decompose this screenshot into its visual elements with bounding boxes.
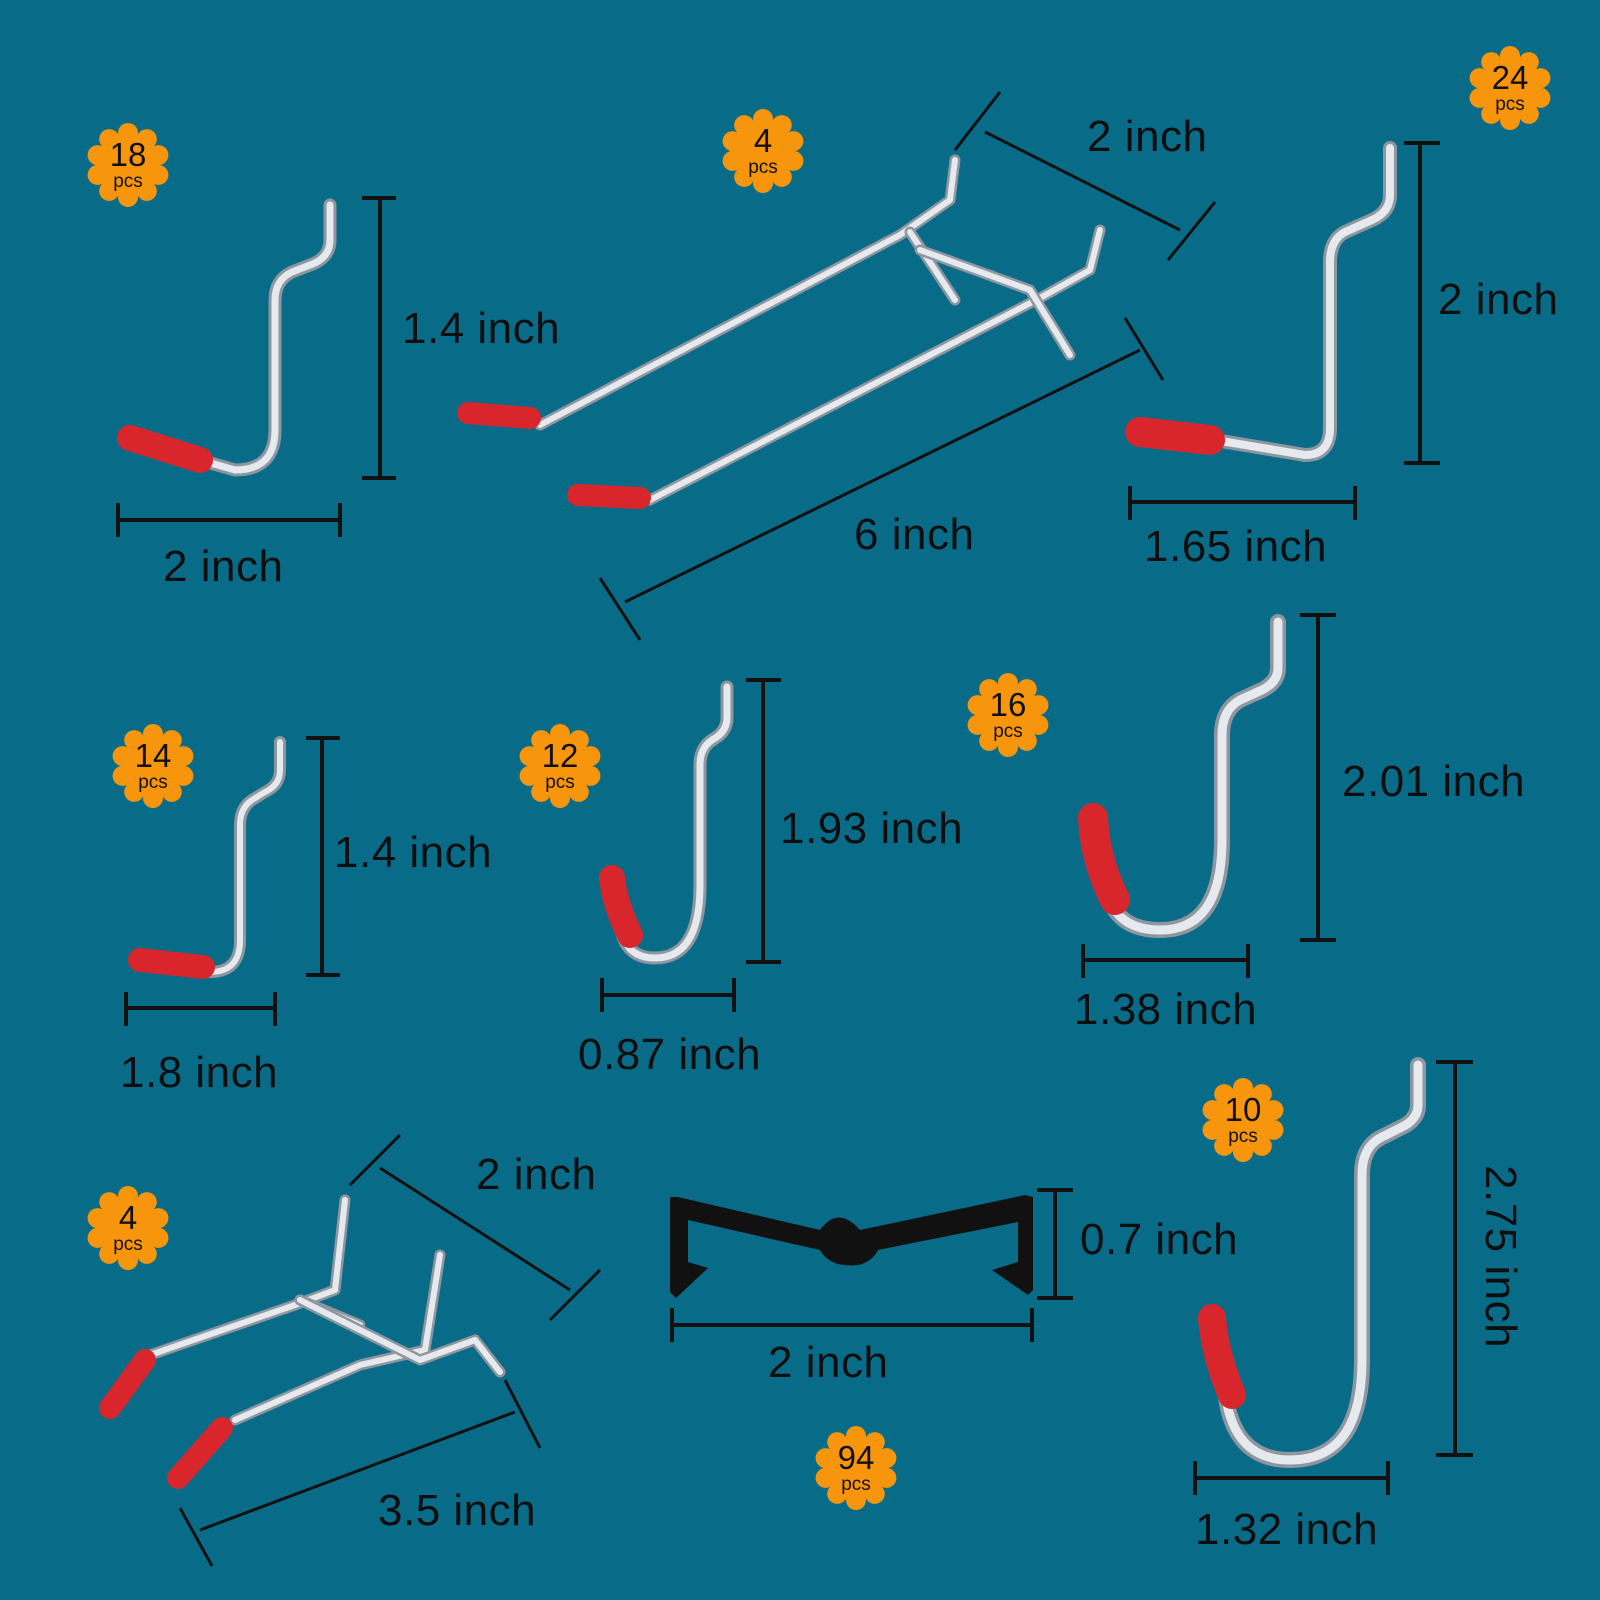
dimension-lines-hook-i <box>1193 1060 1473 1495</box>
scalloped-badge-icon <box>87 123 169 207</box>
badge-count: 12 <box>541 736 579 774</box>
badge-unit: pcs <box>113 1233 143 1255</box>
dimension-label: 1.4 inch <box>402 304 561 353</box>
red-cap <box>117 425 213 473</box>
badge-count: 24 <box>1491 58 1529 96</box>
dimension-lines-hook-g <box>178 1133 602 1567</box>
quantity-badge: 12 pcs <box>512 718 608 814</box>
quantity-badge: 18 pcs <box>80 117 176 213</box>
dimension-label: 2 inch <box>768 1338 889 1387</box>
scalloped-badge-icon <box>1202 1078 1284 1162</box>
badge-count: 94 <box>837 1438 875 1476</box>
scalloped-badge-icon <box>87 1186 169 1270</box>
dimension-label: 2.01 inch <box>1342 757 1526 806</box>
quantity-badge: 94 pcs <box>808 1420 904 1516</box>
scalloped-badge-icon <box>112 724 194 808</box>
dimension-label: 1.38 inch <box>1074 985 1258 1034</box>
quantity-badge: 4 pcs <box>715 103 811 199</box>
dimension-lines-hook-b <box>598 91 1217 641</box>
dimension-label-vertical: 2.75 inch <box>1476 1165 1525 1349</box>
dimension-label: 1.65 inch <box>1144 522 1328 571</box>
dimension-label: 1.4 inch <box>334 828 493 877</box>
dimension-lines-hook-a <box>116 196 396 537</box>
dimension-label: 2 inch <box>1438 275 1559 324</box>
pegboard-lock-clip <box>670 1195 1033 1298</box>
badge-unit: pcs <box>748 156 778 178</box>
double-prong-hook-6in <box>457 154 1106 509</box>
badge-unit: pcs <box>1495 93 1525 115</box>
badge-count: 16 <box>989 685 1027 723</box>
badge-unit: pcs <box>993 720 1023 742</box>
scalloped-badge-icon <box>519 724 601 808</box>
dimension-label: 1.93 inch <box>780 804 964 853</box>
badge-unit: pcs <box>138 771 168 793</box>
dimension-label: 6 inch <box>854 510 975 559</box>
badge-unit: pcs <box>113 170 143 192</box>
dimension-label: 0.7 inch <box>1080 1215 1239 1264</box>
quantity-badge: 24 pcs <box>1462 40 1558 136</box>
badge-count: 14 <box>134 736 172 774</box>
badge-count: 4 <box>753 121 773 159</box>
scalloped-badge-icon <box>722 109 804 193</box>
quantity-badge: 10 pcs <box>1195 1072 1291 1168</box>
dimension-lines-hook-h <box>670 1188 1073 1342</box>
dimension-label: 1.8 inch <box>120 1048 279 1097</box>
scalloped-badge-icon <box>1469 46 1551 130</box>
dimension-label: 3.5 inch <box>378 1486 537 1535</box>
badge-count: 10 <box>1224 1090 1262 1128</box>
j-hook-small <box>599 680 734 965</box>
l-hook-tall <box>1125 141 1397 462</box>
l-hook-large <box>117 198 337 477</box>
scalloped-badge-icon <box>815 1426 897 1510</box>
badge-count: 18 <box>109 135 147 173</box>
dimension-lines-hook-f <box>1081 613 1336 978</box>
dimension-lines-hook-c <box>1128 141 1440 520</box>
quantity-badge: 16 pcs <box>960 667 1056 763</box>
dimension-label: 2 inch <box>1087 112 1208 161</box>
dimension-lines-hook-d <box>124 736 340 1026</box>
badge-count: 4 <box>118 1198 138 1236</box>
badge-unit: pcs <box>545 771 575 793</box>
dimension-label: 1.32 inch <box>1195 1505 1379 1554</box>
quantity-badge: 4 pcs <box>80 1180 176 1276</box>
badge-unit: pcs <box>1228 1125 1258 1147</box>
double-prong-hook-3in <box>99 1194 506 1489</box>
badge-unit: pcs <box>841 1473 871 1495</box>
j-hook-large <box>1198 1057 1426 1468</box>
dimension-label: 0.87 inch <box>578 1030 762 1079</box>
l-hook-small <box>128 736 286 979</box>
dimension-label: 2 inch <box>163 542 284 591</box>
quantity-badge: 14 pcs <box>105 718 201 814</box>
scalloped-badge-icon <box>967 673 1049 757</box>
dimension-lines-hook-e <box>600 678 781 1012</box>
dimension-label: 2 inch <box>476 1150 597 1199</box>
j-hook-medium <box>1078 614 1286 938</box>
